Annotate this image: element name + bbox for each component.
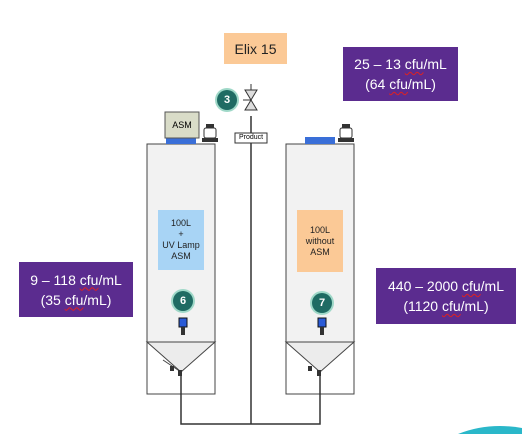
left-tank-description: 100L + UV Lamp ASM (158, 210, 204, 270)
bottom-loop (180, 376, 321, 425)
left-tank-lid (166, 137, 196, 144)
right-tank-description: 100L without ASM (297, 210, 343, 272)
valve-badge: 3 (217, 90, 237, 110)
right-tank-lid (305, 137, 335, 144)
asm-unit-label: ASM (172, 120, 192, 130)
right-sample-tap-icon (317, 317, 327, 335)
left-vent-icon (202, 124, 218, 142)
decorative-arc (458, 426, 522, 434)
right-tank-average: (1120 cfu/mL) (403, 298, 489, 314)
right-vent-icon (338, 124, 354, 142)
product-line-range: 25 – 13 cfu/mL (354, 56, 447, 72)
left-tank-range: 9 – 118 cfu/mL (30, 271, 122, 288)
left-tank-average: (35 cfu/mL) (40, 291, 112, 308)
product-label: Product (238, 134, 264, 141)
left-sample-tap-icon (178, 317, 188, 335)
right-sample-badge: 7 (312, 293, 332, 313)
left-sample-badge: 6 (173, 291, 193, 311)
left-tank-callout: 9 – 118 cfu/mL (35 cfu/mL) (19, 262, 133, 317)
product-line-callout: 25 – 13 cfu/mL (64 cfu/mL) (343, 47, 458, 101)
product-label-box (234, 132, 268, 144)
valve-icon (243, 84, 258, 111)
right-tank-range: 440 – 2000 cfu/mL (388, 278, 504, 294)
asm-unit (164, 111, 200, 139)
right-tank-callout: 440 – 2000 cfu/mL (1120 cfu/mL) (376, 268, 516, 324)
diagram-title: Elix 15 (224, 33, 287, 64)
product-line-average: (64 cfu/mL) (365, 76, 436, 92)
